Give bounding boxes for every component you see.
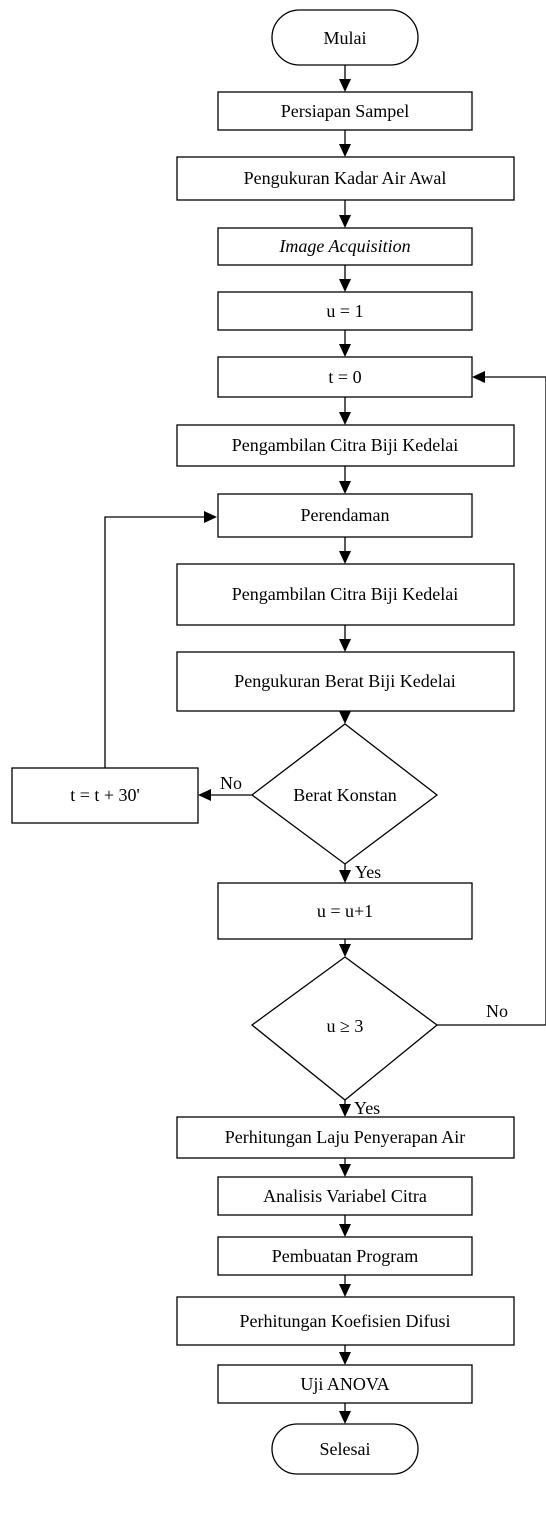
edge-label-yes: Yes xyxy=(354,1098,380,1118)
arrowhead xyxy=(339,1352,351,1365)
process-label: t = 0 xyxy=(328,367,361,387)
arrowhead xyxy=(339,412,351,425)
process-image-acquisition: Image Acquisition xyxy=(217,227,473,266)
arrowhead xyxy=(339,944,351,957)
process-kadar-air-awal: Pengukuran Kadar Air Awal xyxy=(176,156,515,201)
start-terminal: Mulai xyxy=(271,9,419,66)
process-label: Pengukuran Kadar Air Awal xyxy=(244,168,447,188)
decision-berat-konstan: Berat Konstan xyxy=(250,723,439,865)
arrowhead xyxy=(339,1284,351,1297)
process-label: Perendaman xyxy=(301,505,390,525)
arrowhead xyxy=(339,279,351,292)
process-label: Perhitungan Laju Penyerapan Air xyxy=(225,1127,465,1147)
process-u-init: u = 1 xyxy=(217,291,473,331)
arrowhead xyxy=(339,481,351,494)
arrowhead xyxy=(339,1104,351,1117)
process-pengambilan-citra-2: Pengambilan Citra Biji Kedelai xyxy=(176,563,515,626)
arrowhead xyxy=(204,511,217,523)
process-label: Perhitungan Koefisien Difusi xyxy=(240,1311,451,1331)
edge-label-no: No xyxy=(220,773,242,793)
arrowhead xyxy=(198,789,211,801)
arrowhead xyxy=(339,1411,351,1424)
process-label: Pengambilan Citra Biji Kedelai xyxy=(232,435,458,455)
process-label: Pembuatan Program xyxy=(272,1246,418,1266)
process-t-increment: t = t + 30' xyxy=(11,767,199,824)
process-label: Image Acquisition xyxy=(278,236,410,256)
arrowhead xyxy=(339,79,351,92)
end-terminal: Selesai xyxy=(271,1423,419,1475)
process-label: Persiapan Sampel xyxy=(281,101,409,121)
edge-label-yes: Yes xyxy=(355,862,381,882)
process-pembuatan-program: Pembuatan Program xyxy=(217,1236,473,1276)
process-pengukuran-berat: Pengukuran Berat Biji Kedelai xyxy=(176,651,515,712)
arrowhead xyxy=(339,144,351,157)
process-persiapan-sampel: Persiapan Sampel xyxy=(217,91,473,131)
edge-tinc-perendaman xyxy=(104,516,206,768)
process-analisis-variabel: Analisis Variabel Citra xyxy=(217,1176,473,1216)
edge-decision2-loop xyxy=(437,376,546,1026)
process-t-init: t = 0 xyxy=(217,356,473,398)
arrowhead xyxy=(339,711,351,724)
arrowhead xyxy=(339,870,351,883)
process-laju-penyerapan: Perhitungan Laju Penyerapan Air xyxy=(176,1116,515,1159)
process-label: t = t + 30' xyxy=(70,785,140,805)
arrowhead xyxy=(339,1224,351,1237)
process-label: u = u+1 xyxy=(317,901,373,921)
process-perendaman: Perendaman xyxy=(217,493,473,538)
arrowhead xyxy=(339,215,351,228)
arrowhead xyxy=(339,639,351,652)
arrowheads xyxy=(198,79,485,1424)
process-label: Uji ANOVA xyxy=(300,1374,389,1394)
arrowhead xyxy=(339,1164,351,1177)
process-label: Pengukuran Berat Biji Kedelai xyxy=(234,671,455,691)
process-u-increment: u = u+1 xyxy=(217,882,473,940)
start-label: Mulai xyxy=(324,28,367,48)
arrowhead xyxy=(339,551,351,564)
process-uji-anova: Uji ANOVA xyxy=(217,1364,473,1404)
process-label: u = 1 xyxy=(326,301,363,321)
decision-label: u ≥ 3 xyxy=(327,1016,364,1036)
edge-label-no: No xyxy=(486,1001,508,1021)
decision-u-check: u ≥ 3 xyxy=(250,956,439,1101)
end-label: Selesai xyxy=(320,1439,371,1459)
process-pengambilan-citra-1: Pengambilan Citra Biji Kedelai xyxy=(176,424,515,467)
process-koefisien-difusi: Perhitungan Koefisien Difusi xyxy=(176,1296,515,1346)
process-label: Pengambilan Citra Biji Kedelai xyxy=(232,584,458,604)
decision-label: Berat Konstan xyxy=(293,785,396,805)
arrowhead xyxy=(339,344,351,357)
arrowhead xyxy=(472,371,485,383)
process-label: Analisis Variabel Citra xyxy=(263,1186,427,1206)
